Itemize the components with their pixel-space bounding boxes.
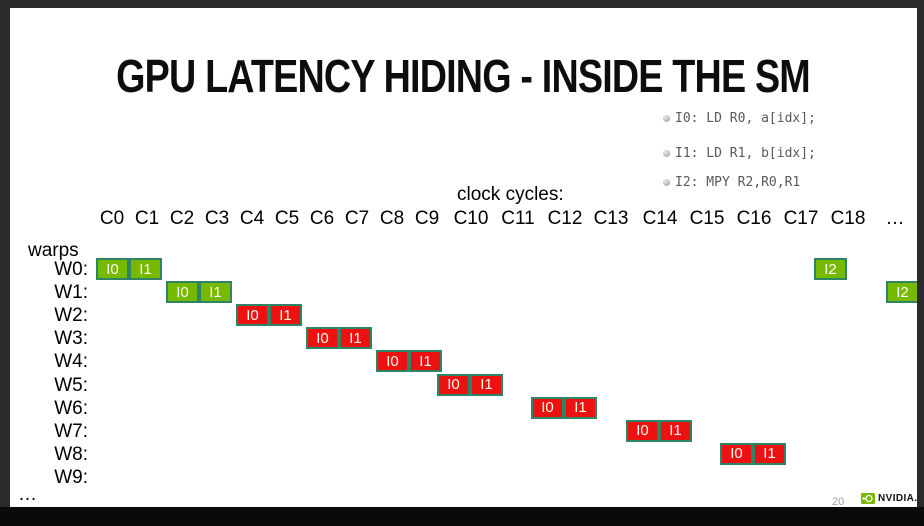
instruction-block-i1: I1: [199, 281, 232, 304]
instruction-block-i0: I0: [236, 304, 269, 327]
bullet-icon: [663, 178, 670, 186]
instruction-text: I2: MPY R2,R0,R1: [675, 174, 801, 190]
frame-bottom-bar: [0, 507, 924, 526]
cycle-label: C16: [736, 208, 772, 229]
instruction-block-i0: I0: [531, 396, 564, 419]
cycle-label: C8: [379, 208, 405, 229]
warp-label: W7:: [54, 420, 88, 442]
warp-label: W9:: [54, 466, 88, 488]
warp-label: W8:: [54, 443, 88, 465]
instruction-block-i0: I0: [306, 327, 339, 350]
warp-label: W1:: [54, 282, 88, 304]
instruction-item: I2: MPY R2,R0,R1: [663, 173, 800, 191]
cycle-label: C9: [414, 208, 440, 229]
instruction-block-i1: I1: [470, 373, 503, 396]
instruction-block-i1: I1: [269, 304, 302, 327]
nvidia-eye-icon: [861, 493, 875, 504]
instruction-block-i0: I0: [720, 442, 753, 465]
cycle-label: C12: [547, 208, 583, 229]
cycle-label: C1: [134, 208, 160, 229]
cycle-label: C14: [642, 208, 678, 229]
instruction-block-i2: I2: [814, 258, 847, 280]
instruction-block-i1: I1: [409, 350, 442, 373]
warp-label: W0:: [54, 259, 88, 280]
cycle-label: C3: [204, 208, 230, 229]
instruction-block-i0: I0: [96, 258, 129, 280]
instruction-block-i0: I0: [437, 373, 470, 396]
cycle-label: C5: [274, 208, 300, 229]
instruction-block-i1: I1: [659, 419, 692, 442]
cycle-label: C7: [344, 208, 370, 229]
instruction-block-i2: I2: [886, 281, 917, 304]
cycle-label: C17: [783, 208, 819, 229]
clock-cycles-label: clock cycles:: [457, 184, 564, 205]
warp-label: W6:: [54, 397, 88, 419]
cycle-label: C4: [239, 208, 265, 229]
ellipsis-row-label: …: [18, 484, 37, 505]
instruction-block-i1: I1: [564, 396, 597, 419]
instruction-block-i0: I0: [626, 419, 659, 442]
slide-title: GPU LATENCY HIDING - INSIDE THE SM: [10, 46, 917, 106]
nvidia-logo: NVIDIA.: [861, 493, 917, 504]
cycle-label: C11: [501, 208, 535, 229]
instruction-text: I1: LD R1, b[idx];: [675, 145, 816, 161]
instruction-text: I0: LD R0, a[idx];: [675, 110, 816, 126]
cycle-label: C13: [593, 208, 629, 229]
instruction-block-i1: I1: [339, 327, 372, 350]
instruction-block-i0: I0: [376, 350, 409, 373]
cycle-label: C15: [689, 208, 725, 229]
warp-label: W5:: [54, 374, 88, 396]
cycle-label: C6: [309, 208, 335, 229]
bullet-icon: [663, 149, 670, 157]
nvidia-logo-text: NVIDIA.: [878, 493, 917, 504]
cycle-label: C18: [830, 208, 866, 229]
page-number: 20: [832, 496, 845, 507]
instruction-block-i1: I1: [129, 258, 162, 280]
instruction-block-i0: I0: [166, 281, 199, 304]
slide-title-text: GPU LATENCY HIDING - INSIDE THE SM: [116, 50, 812, 102]
bullet-icon: [663, 114, 670, 122]
cycle-label: C10: [453, 208, 489, 229]
cycle-label: C0: [99, 208, 125, 229]
instruction-item: I0: LD R0, a[idx];: [663, 109, 816, 127]
cycle-label: C2: [169, 208, 195, 229]
cycle-label: …: [885, 208, 905, 229]
instruction-block-i1: I1: [753, 442, 786, 465]
warp-label: W3:: [54, 328, 88, 350]
warp-label: W4:: [54, 351, 88, 373]
slide: GPU LATENCY HIDING - INSIDE THE SM I0: L…: [10, 8, 917, 507]
warp-label: W2:: [54, 305, 88, 327]
warps-label: warps: [28, 240, 79, 261]
instruction-item: I1: LD R1, b[idx];: [663, 144, 816, 162]
